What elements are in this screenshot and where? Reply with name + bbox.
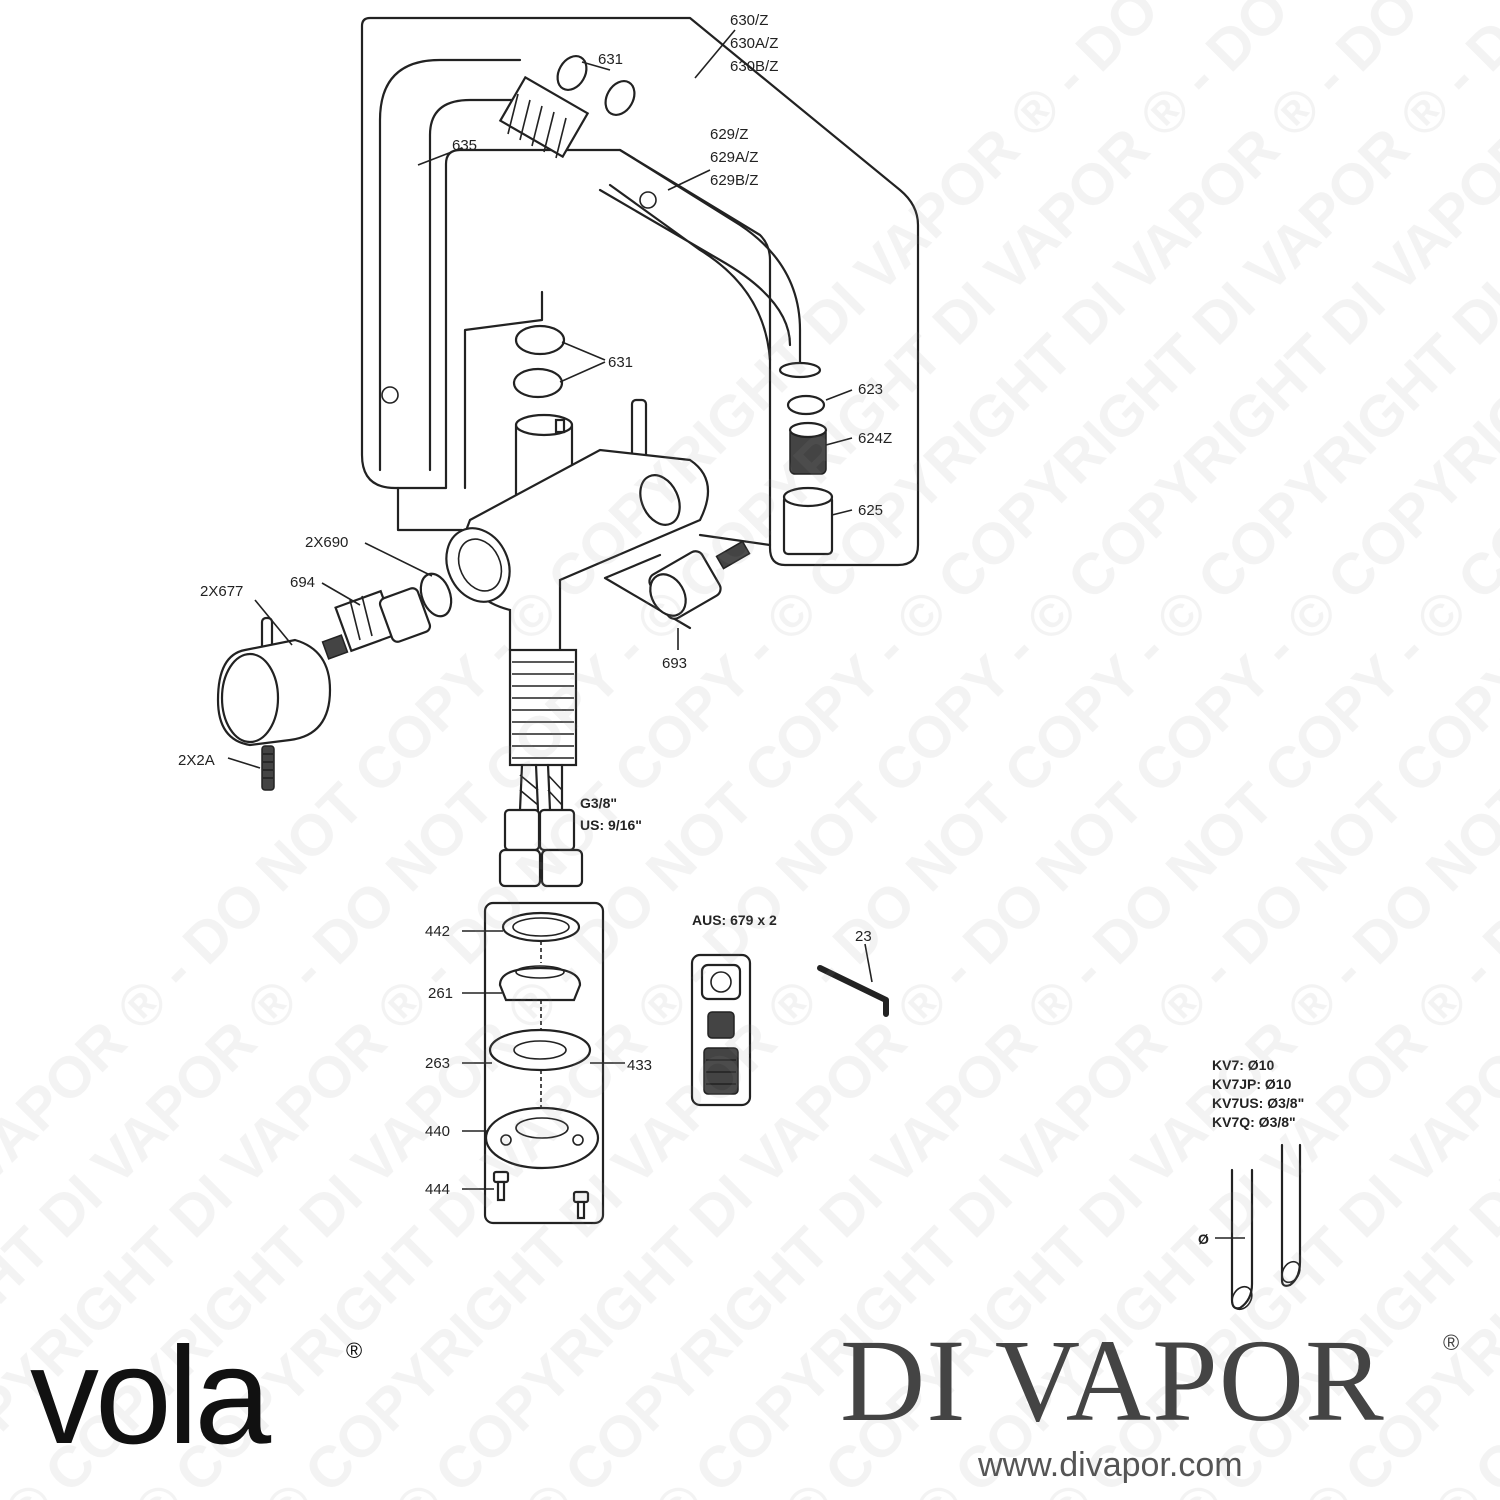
- label-kv7q: KV7Q: Ø3/8": [1212, 1114, 1296, 1130]
- vola-logo-reg: ®: [346, 1338, 362, 1363]
- lever-handle: [216, 616, 332, 791]
- ring-261: [498, 966, 582, 1002]
- label-630-z: 630/Z: [730, 12, 768, 29]
- label-440: 440: [425, 1123, 450, 1140]
- leader-624z: [825, 437, 853, 446]
- label-629-z: 629/Z: [710, 126, 748, 143]
- label-2x690: 2X690: [305, 534, 348, 551]
- label-444: 444: [425, 1181, 450, 1198]
- pipe-tails: [1215, 1143, 1302, 1311]
- leader-635: [417, 147, 463, 166]
- label-2x2a: 2X2A: [178, 752, 215, 769]
- label-kv7jp: KV7JP: Ø10: [1212, 1076, 1292, 1092]
- label-694: 694: [290, 574, 315, 591]
- leader-694: [321, 582, 361, 606]
- leader-2x2a: [227, 757, 261, 769]
- o-ring-631-a: [556, 55, 588, 91]
- leader-2x690: [364, 542, 433, 577]
- spout-tube-lower: [598, 148, 802, 372]
- spout-outline: [360, 16, 920, 567]
- spout-thread-connector: [498, 75, 590, 159]
- di-vapor-reg: ®: [1443, 1330, 1460, 1355]
- leader-631-c: [561, 341, 606, 361]
- vola-logo-text: vola: [30, 1319, 271, 1468]
- label-kv7us: KV7US: Ø3/8": [1212, 1095, 1304, 1111]
- o-ring-631-b: [604, 80, 636, 116]
- label-635: 635: [452, 137, 477, 154]
- label-629b-z: 629B/Z: [710, 172, 758, 189]
- leader-623: [825, 389, 853, 401]
- spout-outlet: [778, 361, 822, 379]
- label-631-mid: 631: [608, 354, 633, 371]
- leader-23: [864, 943, 873, 983]
- spout-screw-2: [639, 191, 657, 209]
- screws-444: [492, 1170, 590, 1220]
- o-ring-623: [786, 394, 826, 416]
- valve-body: [445, 398, 710, 659]
- leader-631-top: [581, 61, 611, 71]
- leader-2x677: [254, 599, 293, 646]
- body-bracket: [396, 290, 544, 532]
- label-diameter: Ø: [1198, 1231, 1209, 1247]
- o-ring-631-c: [514, 324, 566, 356]
- label-g38: G3/8": [580, 795, 617, 811]
- vola-logo: vola ®: [30, 1319, 362, 1468]
- label-kv7: KV7: Ø10: [1212, 1057, 1274, 1073]
- di-vapor-url: www.divapor.com: [978, 1446, 1243, 1484]
- aerator-624z: [788, 421, 828, 475]
- label-631-top: 631: [598, 51, 623, 68]
- di-vapor-logo: DI VAPOR: [840, 1315, 1385, 1446]
- cartridge-694: [321, 587, 432, 660]
- aerator-cap-625: [782, 486, 834, 556]
- label-261: 261: [428, 985, 453, 1002]
- spout-screw: [381, 386, 399, 404]
- label-263: 263: [425, 1055, 450, 1072]
- label-629a-z: 629A/Z: [710, 149, 758, 166]
- label-693: 693: [662, 655, 687, 672]
- label-442: 442: [425, 923, 450, 940]
- aus-kit-box: [690, 953, 752, 1107]
- leader-631-d: [559, 361, 606, 383]
- spout-tube: [378, 58, 522, 472]
- leader-630: [694, 29, 736, 79]
- leader-625: [831, 509, 853, 516]
- label-625: 625: [858, 502, 883, 519]
- label-433: 433: [627, 1057, 652, 1074]
- o-ring-631-d: [512, 367, 564, 399]
- aus-adaptor-679: [700, 963, 742, 1095]
- label-623: 623: [858, 381, 883, 398]
- label-624z: 624Z: [858, 430, 892, 447]
- leader-629: [667, 169, 711, 191]
- gasket-263: [488, 1028, 592, 1072]
- cartridge-693: [648, 540, 751, 620]
- label-aus-679: AUS: 679 x 2: [692, 912, 777, 928]
- label-us-9-16: US: 9/16": [580, 817, 642, 833]
- label-630b-z: 630B/Z: [730, 58, 778, 75]
- label-630a-z: 630A/Z: [730, 35, 778, 52]
- hex-key-23: [817, 965, 889, 1017]
- flex-hose: [498, 648, 584, 888]
- label-2x677: 2X677: [200, 583, 243, 600]
- label-23: 23: [855, 928, 872, 945]
